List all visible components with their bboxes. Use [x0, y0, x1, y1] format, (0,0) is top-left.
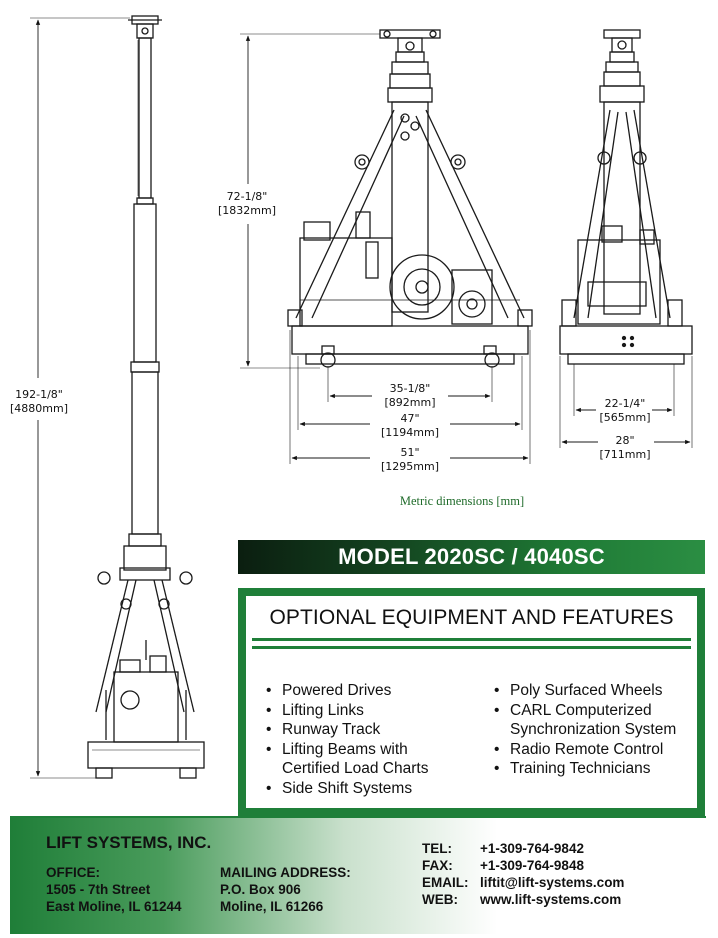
- company-footer: LIFT SYSTEMS, INC. OFFICE: 1505 - 7th St…: [10, 816, 706, 934]
- company-name: LIFT SYSTEMS, INC.: [46, 833, 212, 852]
- fax-label: FAX:: [422, 858, 453, 873]
- features-panel: OPTIONAL EQUIPMENT AND FEATURES Powered …: [246, 596, 697, 808]
- extended-lift-view: [87, 15, 205, 779]
- features-title: OPTIONAL EQUIPMENT AND FEATURES: [269, 606, 674, 629]
- list-item: Runway Track: [264, 720, 428, 740]
- base-width-label: 47" [1194mm]: [380, 412, 439, 439]
- optional-features-box: OPTIONAL EQUIPMENT AND FEATURES Powered …: [238, 588, 705, 816]
- mailing-label: MAILING ADDRESS:: [220, 865, 351, 880]
- tel-label: TEL:: [422, 841, 452, 856]
- web-label: WEB:: [422, 892, 458, 907]
- list-item: Radio Remote Control: [492, 740, 676, 760]
- front-view: [287, 29, 533, 368]
- features-list-right: Poly Surfaced Wheels CARL Computerized S…: [492, 681, 676, 779]
- list-item: Lifting Links: [264, 701, 428, 721]
- overall-width-label: 51" [1295mm]: [380, 446, 439, 473]
- email-link[interactable]: liftit@lift-systems.com: [480, 875, 625, 890]
- list-item-continuation: Synchronization System: [510, 721, 677, 739]
- features-list-left: Powered Drives Lifting Links Runway Trac…: [264, 681, 428, 799]
- side-wheel-span-label: 22-1/4" [565mm]: [599, 397, 651, 424]
- list-item-continuation: Certified Load Charts: [282, 760, 429, 778]
- model-title-banner: MODEL 2020SC / 4040SC: [238, 540, 705, 574]
- web-link[interactable]: www.lift-systems.com: [480, 892, 622, 907]
- office-line1: 1505 - 7th Street: [46, 882, 151, 897]
- list-item: Powered Drives: [264, 681, 428, 701]
- mailing-line1: P.O. Box 906: [220, 882, 301, 897]
- tel-value: +1-309-764-9842: [480, 841, 584, 856]
- title-rule-top: [252, 638, 691, 641]
- metric-dimensions-note: Metric dimensions [mm]: [399, 494, 525, 508]
- list-item: Lifting Beams with: [264, 740, 428, 760]
- side-width-label: 28" [711mm]: [599, 434, 651, 461]
- office-label: OFFICE:: [46, 865, 100, 880]
- side-view: [559, 29, 693, 365]
- email-label: EMAIL:: [422, 875, 469, 890]
- title-rule-bottom: [252, 646, 691, 649]
- list-item: CARL Computerized: [492, 701, 676, 721]
- wheel-span-label: 35-1/8" [892mm]: [384, 382, 436, 409]
- list-item: Poly Surfaced Wheels: [492, 681, 676, 701]
- list-item: Training Technicians: [492, 759, 676, 779]
- fax-value: +1-309-764-9848: [480, 858, 584, 873]
- overall-height-label: 192-1/8" [4880mm]: [9, 388, 68, 415]
- lift-height-label: 72-1/8" [1832mm]: [217, 190, 276, 217]
- mailing-line2: Moline, IL 61266: [220, 899, 324, 914]
- list-item: Side Shift Systems: [264, 779, 428, 799]
- office-line2: East Moline, IL 61244: [46, 899, 182, 914]
